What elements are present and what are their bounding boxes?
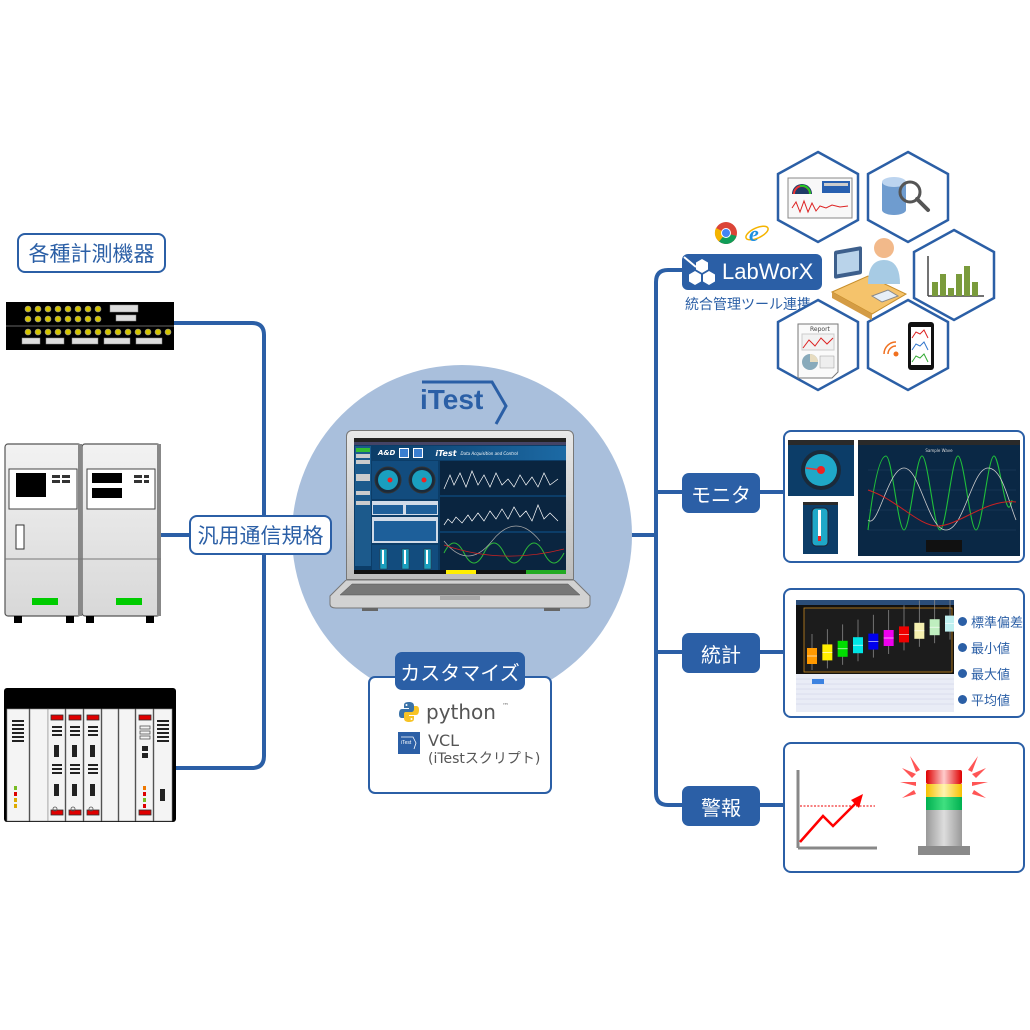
dashboard-icon	[787, 177, 853, 219]
hex-database-search	[866, 150, 950, 244]
itest-icon: iTest	[398, 732, 420, 754]
gauge-needle-hub	[817, 466, 825, 474]
category-alarm: 警報	[682, 786, 760, 826]
python-label: python	[426, 700, 496, 724]
bar-chart-icon	[927, 256, 984, 297]
bullet-icon	[958, 695, 967, 704]
stat-mean: 平均値	[958, 690, 1023, 709]
stats-list: 標準偏差 最小値 最大値 平均値	[958, 612, 1023, 709]
internet-explorer-icon: e	[745, 221, 769, 245]
wave-legend	[926, 540, 962, 552]
box-plot-window	[796, 600, 954, 712]
svg-text:Report: Report	[810, 326, 831, 333]
app-status-bar	[354, 570, 566, 574]
operator-at-desk-icon	[830, 238, 908, 320]
app-title: iTest	[435, 448, 457, 458]
labworx-hex-icon	[683, 256, 715, 285]
rack-io-unit	[6, 302, 174, 350]
svg-text:e: e	[749, 221, 759, 245]
category-statistics: 統計	[682, 633, 760, 673]
python-item: python ™	[398, 700, 509, 724]
laptop-base	[322, 579, 598, 611]
bullet-icon	[958, 643, 967, 652]
chrome-icon	[714, 222, 737, 244]
stat-min: 最小値	[958, 638, 1023, 657]
protocol-label: 汎用通信規格	[189, 515, 332, 555]
report-icon: Report	[797, 323, 839, 379]
labworx-logo-text: LabWorX	[722, 259, 814, 284]
stat-max: 最大値	[958, 664, 1023, 683]
python-tm: ™	[501, 702, 509, 710]
svg-text:Sample Wave: Sample Wave	[925, 448, 953, 453]
hex-bar-chart	[912, 228, 996, 322]
customize-title: カスタマイズ	[395, 652, 525, 690]
right-bus-line	[654, 268, 690, 807]
database-search-icon	[882, 177, 930, 215]
vendor-logo: A&D	[378, 449, 396, 457]
monitor-screens: Sample Wave	[788, 440, 1020, 556]
instruments-title: 各種計測機器	[17, 233, 166, 273]
itest-logo: iTest	[420, 378, 510, 426]
app-header: A&D iTest Data Acquisition and Control	[372, 446, 566, 460]
category-monitor: モニタ	[682, 473, 760, 513]
stat-std-dev: 標準偏差	[958, 612, 1023, 631]
laptop: A&D iTest Data Acquisition and Control	[322, 430, 598, 615]
python-icon	[399, 702, 419, 722]
app-subtitle: Data Acquisition and Control	[460, 450, 518, 456]
bullet-icon	[958, 617, 967, 626]
labworx-logo: LabWorX	[682, 254, 822, 290]
itest-app-screen: A&D iTest Data Acquisition and Control	[354, 438, 566, 574]
labworx-hex-cluster: Report	[776, 150, 996, 392]
threshold-chart-icon	[796, 770, 877, 850]
itest-logo-text: iTest	[420, 384, 484, 415]
signal-tower-lamp-icon	[900, 756, 988, 855]
svg-text:iTest: iTest	[401, 740, 412, 746]
vcl-sublabel: (iTestスクリプト)	[428, 751, 541, 767]
itest-logo-bracket-icon	[422, 380, 508, 425]
bullet-icon	[958, 669, 967, 678]
labworx-caption: 統合管理ツール連携	[685, 297, 811, 313]
vcl-item: iTest VCL (iTestスクリプト)	[398, 732, 540, 768]
browser-icons: e	[714, 221, 770, 245]
vcl-label: VCL	[428, 731, 460, 750]
mobile-monitoring-icon	[883, 322, 934, 370]
app-sidebar	[355, 446, 371, 566]
alarm-panel	[783, 742, 1025, 873]
environmental-chamber	[4, 443, 161, 623]
modular-chassis	[4, 688, 176, 822]
app-dashboard	[372, 461, 566, 571]
